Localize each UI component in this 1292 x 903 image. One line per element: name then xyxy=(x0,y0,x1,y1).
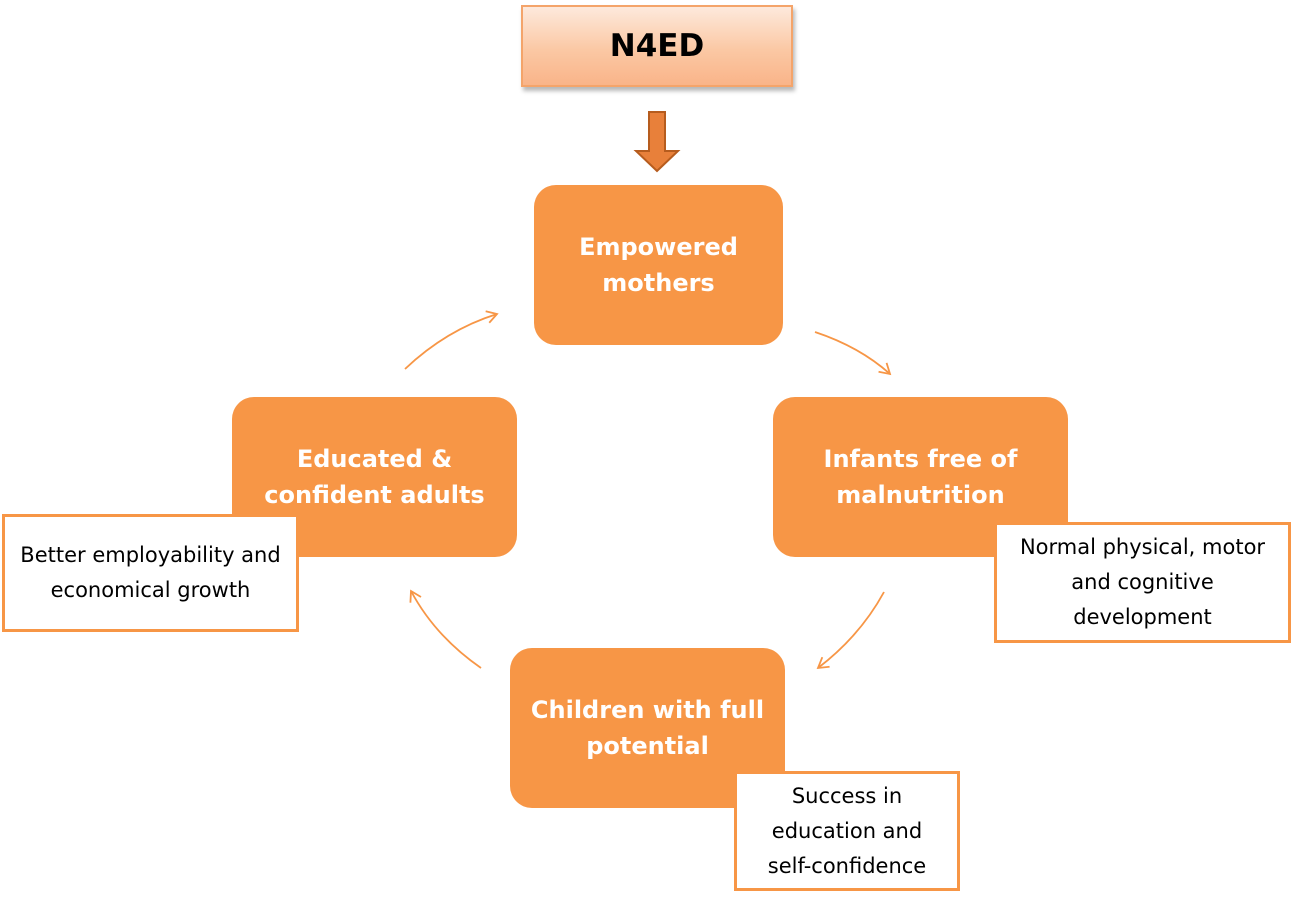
arrow-adults-to-mothers xyxy=(404,310,499,370)
note-education-success: Success in education and self-confidence xyxy=(734,771,960,891)
node-empowered-mothers-label: Empowered mothers xyxy=(579,233,738,297)
node-empowered-mothers: Empowered mothers xyxy=(534,185,783,345)
node-adults-label: Educated & confident adults xyxy=(264,445,485,509)
note-development-text: Normal physical, motor and cognitive dev… xyxy=(1019,535,1266,629)
node-infants-label: Infants free of malnutrition xyxy=(823,445,1018,509)
note-education-text: Success in education and self-confidence xyxy=(767,783,927,878)
note-development: Normal physical, motor and cognitive dev… xyxy=(994,522,1291,643)
node-children-label: Children with full potential xyxy=(530,696,765,760)
arrow-mothers-to-infants xyxy=(814,331,892,376)
down-arrow-icon xyxy=(633,111,681,173)
arrow-infants-to-children xyxy=(816,591,885,670)
note-employability: Better employability and economical grow… xyxy=(2,514,299,632)
note-employability-text: Better employability and economical grow… xyxy=(20,543,281,602)
arrow-children-to-adults xyxy=(409,589,482,669)
title-text: N4ED xyxy=(609,28,705,64)
title-box: N4ED xyxy=(521,5,793,87)
